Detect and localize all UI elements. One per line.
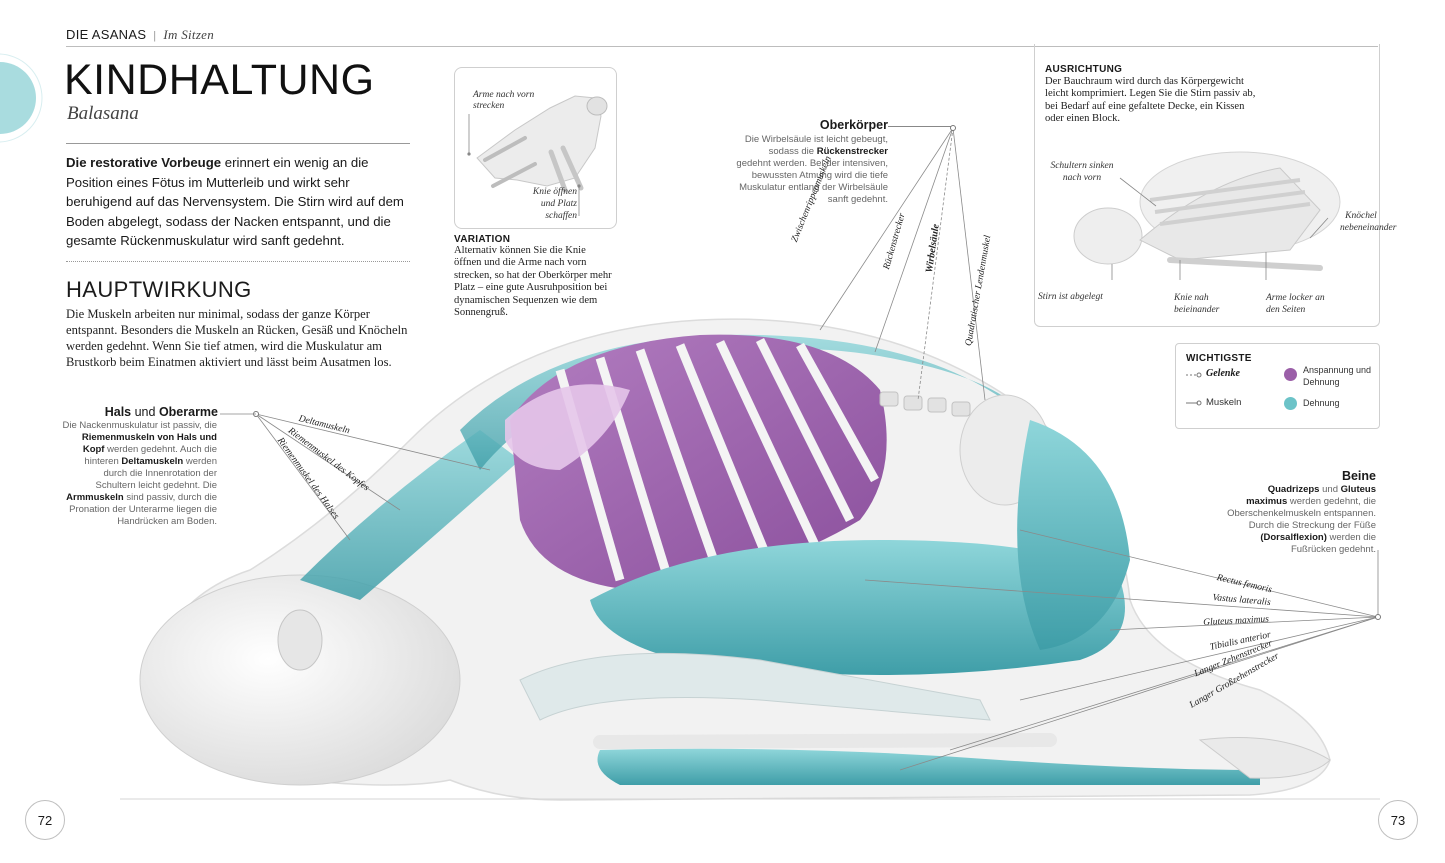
page-number-right: 73 (1378, 800, 1418, 840)
tension-swatch (1284, 368, 1297, 381)
alignment-label-ankles: Knöchel nebeneinander (1340, 211, 1397, 233)
variation-text: Alternativ können Sie die Knie öffnen un… (454, 245, 612, 319)
upper-body-heading: Oberkörper (819, 118, 888, 132)
head-skull (139, 574, 461, 786)
alignment-skeleton-illustration (1073, 151, 1341, 280)
main-effect-text: Die Muskeln arbeiten nur minimal, sodass… (66, 307, 408, 369)
variation-label-top: Arme nach vorn strecken (473, 90, 535, 111)
page-title: KINDHALTUNG (64, 56, 375, 104)
legend-muscles-label: Muskeln (1206, 397, 1242, 408)
muscles-line-icon (1186, 400, 1202, 406)
header-section: DIE ASANAS (66, 27, 147, 42)
alignment-text: Der Bauchraum wird durch das Körpergewic… (1045, 76, 1256, 125)
intro-rule (66, 261, 410, 262)
variation-figure-box: Arme nach vorn strecken Knie öffnen und … (454, 67, 617, 229)
alignment-label-knees: Knie nah beieinander (1174, 293, 1220, 315)
intro-lead: Die restorative Vorbeuge (66, 155, 222, 170)
alignment-label-arms: Arme locker an den Seiten (1266, 293, 1325, 315)
legend-stretch-label: Dehnung (1303, 398, 1340, 408)
page-number-left: 72 (25, 800, 65, 840)
header-separator: | (153, 30, 157, 42)
upper-body-bold: Rückenstrecker (816, 146, 888, 157)
page-subtitle: Balasana (67, 103, 139, 124)
legs-heading: Beine (1341, 469, 1376, 483)
intro-text: erinnert ein wenig an die Position eines… (66, 155, 404, 248)
legend-tension-label: Anspannung und Dehnung (1303, 365, 1372, 387)
header-rule (66, 46, 1378, 47)
alignment-heading: AUSRICHTUNG (1045, 64, 1123, 75)
legend-joints-label: Gelenke (1206, 368, 1240, 379)
joints-line-icon (1186, 372, 1202, 378)
title-rule (66, 143, 410, 144)
main-effect-heading: HAUPTWIRKUNG (66, 277, 252, 302)
variation-figure-illustration (467, 95, 608, 216)
legend-box: WICHTIGSTE Gelenke Muskeln Anspannung un… (1175, 343, 1380, 429)
neck-text: Die Nackenmuskulatur ist passiv, die Rie… (62, 420, 217, 527)
intro-paragraph: Die restorative Vorbeuge erinnert ein we… (66, 153, 410, 251)
neck-heading: Hals und Oberarme (104, 405, 218, 419)
header-subsection: Im Sitzen (163, 27, 215, 42)
section-circle-decoration (0, 53, 43, 143)
variation-label-bottom: Knie öffnen und Platz schaffen (532, 187, 577, 221)
upper-body-text: Die Wirbelsäule ist leicht gebeugt, soda… (736, 134, 888, 205)
variation-heading: VARIATION (454, 234, 511, 245)
alignment-box (1034, 44, 1380, 327)
upper-body-rule (888, 126, 952, 127)
legend-title: WICHTIGSTE (1186, 353, 1252, 364)
alignment-label-shoulders: Schultern sinken nach vorn (1050, 161, 1114, 183)
stretch-swatch (1284, 397, 1297, 410)
legs-text: Quadrizeps und Gluteus maximus werden ge… (1227, 484, 1376, 555)
running-header: DIE ASANAS | Im Sitzen (66, 27, 214, 43)
alignment-label-forehead: Stirn ist abgelegt (1038, 292, 1103, 302)
